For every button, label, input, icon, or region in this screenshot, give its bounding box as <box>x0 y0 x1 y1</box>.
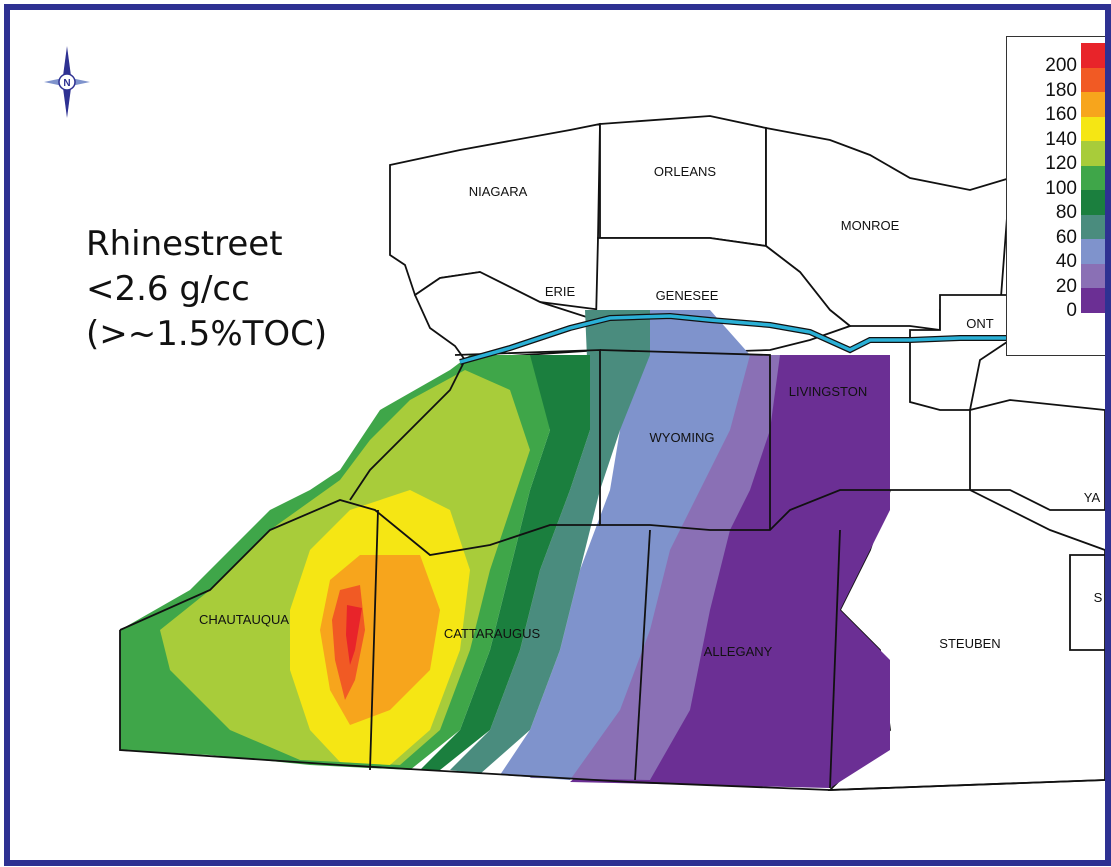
map-frame: NIAGARA ORLEANS MONROE ERIE GENESEE ONT … <box>4 4 1111 866</box>
legend-label: 120 <box>1045 153 1077 174</box>
legend-label: 100 <box>1045 177 1077 199</box>
legend-swatch <box>1081 312 1105 338</box>
legend-label: 200 <box>1045 55 1077 76</box>
title-line-3: (>~1.5%TOC) <box>86 314 328 354</box>
legend-swatch <box>1081 116 1105 142</box>
contour-60 <box>500 310 750 780</box>
compass-label: N <box>63 78 70 89</box>
legend-swatch <box>1081 141 1105 166</box>
label-allegany: ALLEGANY <box>704 644 773 659</box>
north-arrow-icon: N <box>44 46 90 118</box>
legend-label: 40 <box>1055 251 1077 272</box>
legend-swatch <box>1081 214 1105 240</box>
county-boundaries <box>389 115 1105 791</box>
label-steuben: STEUBEN <box>939 636 1000 651</box>
label-orleans: ORLEANS <box>654 164 716 179</box>
contour-fills <box>120 310 890 788</box>
label-schuyler: S <box>1094 590 1103 605</box>
label-ontario: ONT <box>966 316 994 331</box>
label-niagara: NIAGARA <box>469 184 528 199</box>
label-chautauqua: CHAUTAUQUA <box>199 612 289 627</box>
legend-swatch <box>1081 263 1105 289</box>
legend-swatch <box>1081 43 1105 68</box>
legend-label: 140 <box>1045 128 1077 150</box>
label-monroe: MONROE <box>841 218 900 233</box>
legend-swatch <box>1081 239 1105 264</box>
legend-swatch <box>1081 190 1105 215</box>
contour-220 <box>346 605 362 665</box>
legend-label: 20 <box>1055 275 1077 297</box>
county-yates <box>969 399 1105 511</box>
title-line-2: <2.6 g/cc <box>86 269 250 309</box>
legend-label: 60 <box>1055 226 1077 248</box>
title-line-1: Rhinestreet <box>86 224 283 264</box>
label-cattaraugus: CATTARAUGUS <box>444 626 541 641</box>
label-livingston: LIVINGSTON <box>789 384 868 399</box>
contour-100 <box>420 355 590 770</box>
label-wyoming: WYOMING <box>650 430 715 445</box>
legend-swatch <box>1081 165 1105 191</box>
southern-county-lines <box>119 349 1105 791</box>
legend-swatch <box>1081 67 1105 93</box>
map-title: Rhinestreet <2.6 g/cc (>~1.5%TOC) <box>86 222 327 357</box>
legend-swatch <box>1081 92 1105 117</box>
legend-label: 160 <box>1045 104 1077 125</box>
label-genesee: GENESEE <box>656 288 719 303</box>
county-schuyler <box>1069 554 1105 651</box>
legend-label: 80 <box>1055 202 1077 223</box>
label-erie: ERIE <box>545 284 576 299</box>
county-orleans <box>599 115 767 248</box>
legend-swatch <box>1081 288 1105 313</box>
contour-map: NIAGARA ORLEANS MONROE ERIE GENESEE ONT … <box>119 115 1105 791</box>
label-yates: YA <box>1084 490 1101 505</box>
legend-label: 0 <box>1066 300 1077 321</box>
legend-label: 180 <box>1045 79 1077 101</box>
